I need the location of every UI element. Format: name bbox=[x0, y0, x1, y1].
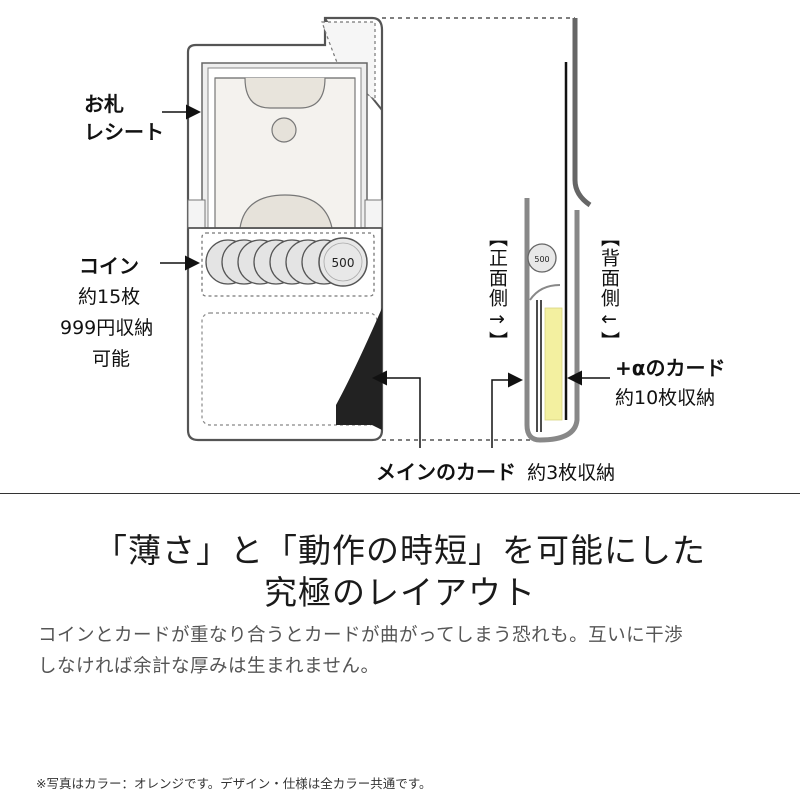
wallet-illustration: 500 500 bbox=[160, 16, 610, 448]
label-receipt: レシート bbox=[84, 120, 164, 144]
wallet-front-view bbox=[186, 16, 384, 442]
main-card-edge bbox=[336, 308, 382, 430]
label-coin-amount: 999円収納 bbox=[60, 317, 154, 339]
headline-line-2: 究極のレイアウト bbox=[264, 573, 536, 612]
body-text-line-2: しなければ余計な厚みは生まれません。 bbox=[38, 656, 380, 677]
label-main-card: メインのカード 約3枚収納 bbox=[376, 456, 615, 485]
label-front-side: 【正面側→】 bbox=[486, 228, 508, 351]
label-bills: お札 bbox=[84, 92, 124, 116]
label-alpha-card-title: +αのカード bbox=[615, 356, 726, 380]
label-main-card-count: 約3枚収納 bbox=[527, 462, 616, 484]
label-coin-possible: 可能 bbox=[92, 348, 131, 370]
label-back-side: 【背面側←】 bbox=[598, 228, 620, 351]
coin-value-label: 500 bbox=[332, 256, 355, 270]
coin-side-value-label: 500 bbox=[534, 255, 549, 264]
label-coin-title: コイン bbox=[79, 254, 139, 278]
wallet-layout-diagram: 500 500 お札 レシート コイン 約15枚 999円収納 可能 【正面側→… bbox=[60, 16, 726, 485]
footnote: ※写真はカラー：オレンジです。デザイン・仕様は全カラー共通です。 bbox=[36, 776, 432, 791]
headline-line-1: 「薄さ」と「動作の時短」を可能にした bbox=[94, 531, 706, 570]
label-coin-count: 約15枚 bbox=[78, 286, 141, 308]
label-main-card-title: メインのカード bbox=[376, 460, 516, 484]
label-alpha-card-count: 約10枚収納 bbox=[615, 387, 716, 409]
wallet-side-view bbox=[524, 18, 592, 443]
coin-side-icon bbox=[527, 243, 557, 273]
body-text-line-1: コインとカードが重なり合うとカードが曲がってしまう恐れも。互いに干渉 bbox=[38, 625, 684, 646]
section-divider bbox=[0, 493, 800, 494]
alpha-card-slot bbox=[544, 307, 563, 421]
coin-stack bbox=[205, 237, 368, 287]
